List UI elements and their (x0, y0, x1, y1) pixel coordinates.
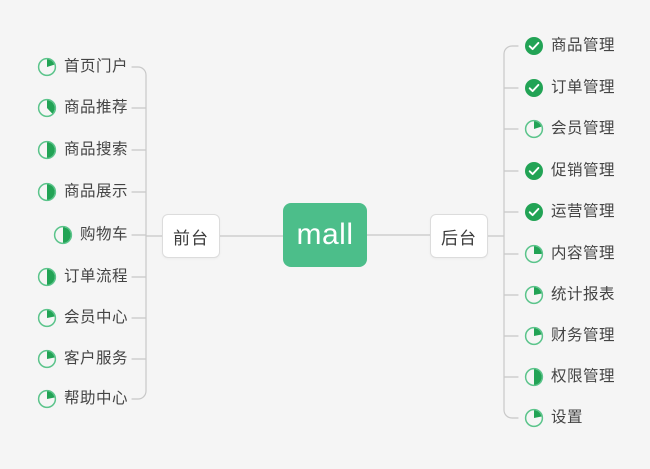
pie-progress-icon (524, 285, 544, 305)
pie-progress-icon (37, 389, 57, 409)
backend-item[interactable]: 内容管理 (524, 241, 615, 267)
pie-progress-icon (37, 182, 57, 202)
frontend-item-label: 商品展示 (63, 183, 128, 200)
pie-progress-icon (524, 326, 544, 346)
pie-progress-icon (524, 367, 544, 387)
pie-progress-icon (524, 119, 544, 139)
pie-progress-icon (53, 225, 73, 245)
pie-progress-icon (37, 308, 57, 328)
check-circle-icon (525, 162, 543, 180)
frontend-item-label: 订单流程 (63, 268, 128, 285)
backend-item[interactable]: 统计报表 (524, 282, 615, 308)
backend-item[interactable]: 促销管理 (524, 158, 615, 184)
backend-item[interactable]: 权限管理 (524, 364, 615, 390)
frontend-item[interactable]: 商品搜索 (0, 137, 128, 163)
frontend-item-label: 商品搜索 (63, 141, 128, 158)
backend-item-label: 促销管理 (551, 162, 616, 179)
frontend-item[interactable]: 会员中心 (0, 305, 128, 331)
pie-progress-icon (37, 140, 57, 160)
frontend-item[interactable]: 购物车 (0, 222, 128, 248)
backend-item-label: 财务管理 (551, 327, 616, 344)
check-circle-icon (525, 203, 543, 221)
pie-progress-icon (37, 57, 57, 77)
frontend-item[interactable]: 订单流程 (0, 264, 128, 290)
branch-node-frontend-label: 前台 (173, 228, 209, 248)
branch-node-backend[interactable]: 后台 (430, 214, 488, 258)
backend-item[interactable]: 设置 (524, 405, 583, 431)
backend-item-label: 商品管理 (551, 37, 616, 54)
frontend-item[interactable]: 首页门户 (0, 54, 128, 80)
frontend-item-label: 帮助中心 (63, 390, 128, 407)
root-node-label: mall (296, 218, 354, 251)
backend-item[interactable]: 订单管理 (524, 75, 615, 101)
root-node-mall[interactable]: mall (283, 203, 367, 267)
pie-progress-icon (524, 408, 544, 428)
pie-progress-icon (524, 244, 544, 264)
backend-item-label: 内容管理 (551, 245, 616, 262)
frontend-item[interactable]: 商品推荐 (0, 95, 128, 121)
backend-item-label: 统计报表 (551, 286, 616, 303)
backend-item-label: 权限管理 (551, 368, 616, 385)
frontend-item-label: 购物车 (79, 226, 128, 243)
backend-item[interactable]: 商品管理 (524, 33, 615, 59)
pie-progress-icon (37, 349, 57, 369)
frontend-item-label: 商品推荐 (63, 99, 128, 116)
pie-progress-icon (37, 267, 57, 287)
frontend-item-label: 会员中心 (63, 309, 128, 326)
pie-progress-icon (37, 98, 57, 118)
frontend-item-label: 客户服务 (63, 350, 128, 367)
frontend-item[interactable]: 商品展示 (0, 179, 128, 205)
branch-node-frontend[interactable]: 前台 (162, 214, 220, 258)
branch-node-backend-label: 后台 (441, 228, 477, 248)
backend-item-label: 订单管理 (551, 79, 616, 96)
backend-item[interactable]: 财务管理 (524, 323, 615, 349)
check-circle-icon (525, 79, 543, 97)
frontend-item[interactable]: 帮助中心 (0, 386, 128, 412)
backend-item-label: 会员管理 (551, 120, 616, 137)
backend-item[interactable]: 会员管理 (524, 116, 615, 142)
frontend-item-label: 首页门户 (63, 58, 128, 75)
backend-item[interactable]: 运营管理 (524, 199, 615, 225)
check-circle-icon (525, 37, 543, 55)
backend-item-label: 设置 (551, 409, 584, 426)
backend-item-label: 运营管理 (551, 203, 616, 220)
frontend-item[interactable]: 客户服务 (0, 346, 128, 372)
